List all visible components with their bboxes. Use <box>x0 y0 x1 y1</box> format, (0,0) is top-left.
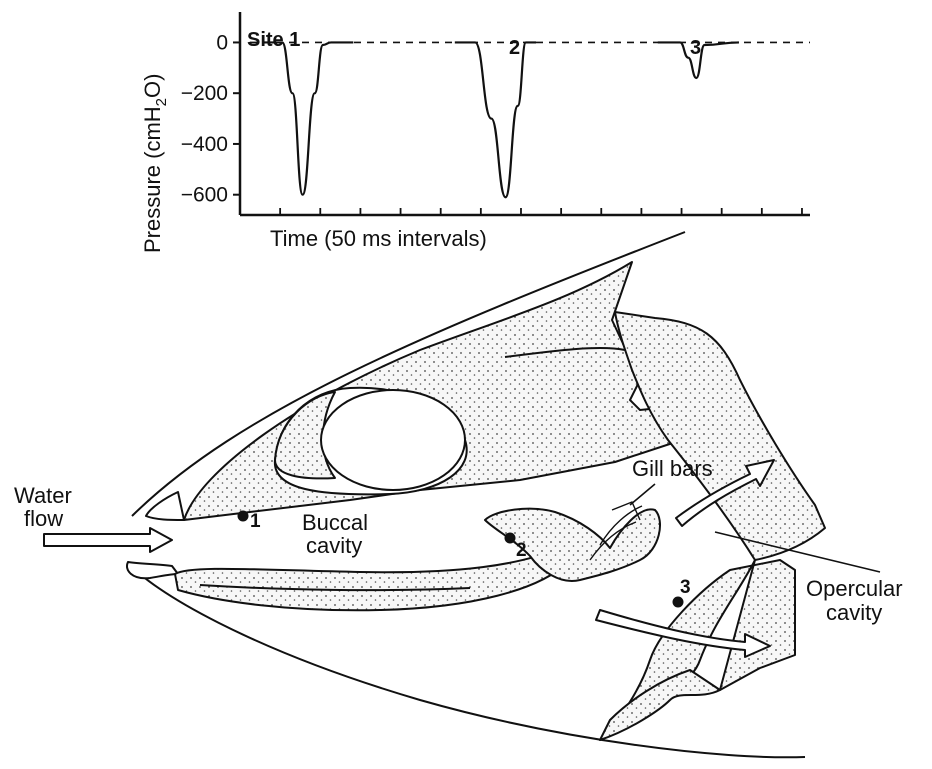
gill-bars-leader <box>630 484 655 505</box>
water-inflow-arrow <box>44 528 172 552</box>
buccal-cavity-label-line1: Buccal <box>302 510 368 535</box>
y-axis-label-subscript: 2 <box>153 98 170 106</box>
pressure-trace-2 <box>455 42 536 197</box>
buccal-cavity-label-line2: cavity <box>306 533 362 558</box>
site-1-label: Site 1 <box>247 29 300 51</box>
pressure-traces <box>262 42 739 197</box>
y-axis-label-main: Pressure (cmH <box>140 106 165 253</box>
site-3-marker-label: 3 <box>680 577 691 598</box>
water-flow-label-line1: Water <box>14 483 72 508</box>
y-axis-label-end: O) <box>140 74 165 98</box>
site-3-label: 3 <box>690 37 701 59</box>
snout-tip <box>146 492 184 520</box>
pressure-trace-1 <box>262 42 353 194</box>
site-2-point <box>506 534 515 543</box>
site-2-label: 2 <box>509 37 520 59</box>
y-tick-label: −400 <box>181 133 228 156</box>
y-tick-label: −200 <box>181 82 228 105</box>
y-tick-label: 0 <box>216 31 228 54</box>
site-2-marker-label: 2 <box>516 540 527 561</box>
y-axis-label: Pressure (cmH2O) <box>140 74 170 253</box>
site-1-point <box>239 512 248 521</box>
hyoid-bar <box>175 548 568 610</box>
pressure-chart: 0−200−400−600 Site 1 2 3 Pressure (cmH2O… <box>140 12 810 253</box>
opercular-cavity-label-line2: cavity <box>826 600 882 625</box>
eye <box>321 390 465 490</box>
lower-lip <box>127 562 178 578</box>
site-3-point <box>674 598 683 607</box>
gill-bars-label: Gill bars <box>632 456 713 481</box>
fish-head-diagram <box>44 232 880 757</box>
y-ticks: 0 −200 −400 −600 <box>181 31 240 206</box>
x-axis-label: Time (50 ms intervals) <box>270 226 487 251</box>
opercular-cavity-label-line1: Opercular <box>806 576 903 601</box>
y-tick-label: −600 <box>181 184 228 207</box>
water-flow-label-line2: flow <box>24 506 63 531</box>
site-1-marker-label: 1 <box>250 511 261 532</box>
